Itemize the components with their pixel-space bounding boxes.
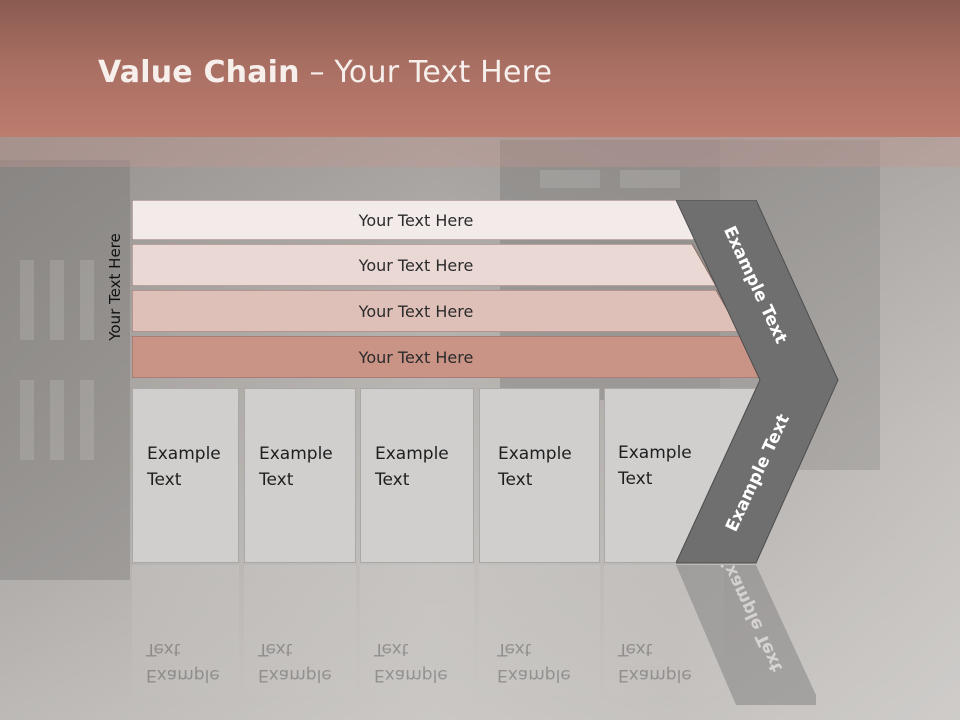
band-3-label: Your Text Here <box>358 301 474 321</box>
window <box>20 260 34 340</box>
box-2-reflection-line1: Example <box>258 665 332 685</box>
box-1-reflection-line1: Example <box>146 665 220 685</box>
box-4-reflection-line1: Example <box>497 665 571 685</box>
box-4-line1: Example <box>498 444 572 464</box>
band-3-shape <box>132 290 740 332</box>
box-2-reflection-inner: Example Text <box>244 565 356 695</box>
box-5-line1: Example <box>618 443 692 463</box>
box-2-line1: Example <box>259 444 333 464</box>
title-bold: Value Chain <box>98 55 300 90</box>
vertical-label: Your Text Here <box>106 233 124 341</box>
window <box>80 380 94 460</box>
band-4: Your Text Here <box>132 336 764 378</box>
box-1-reflection-inner: Example Text <box>132 565 239 695</box>
window <box>540 170 600 188</box>
chevron-reflection-shape <box>676 565 816 705</box>
band-1: Your Text Here <box>132 200 700 240</box>
building-left <box>0 160 130 580</box>
box-1-reflection: Example Text <box>132 565 239 695</box>
box-4-reflection-text: Example Text <box>497 636 571 688</box>
band-2: Your Text Here <box>132 244 716 286</box>
band-1-shape <box>132 200 700 240</box>
box-3-line2: Text <box>375 470 410 490</box>
band-3: Your Text Here <box>132 290 740 332</box>
box-2-line2: Text <box>259 470 294 490</box>
chevron-reflection: Example Text <box>676 565 816 705</box>
band-1-label: Your Text Here <box>358 210 474 230</box>
window <box>50 380 64 460</box>
box-3-line1: Example <box>375 444 449 464</box>
band-4-shape <box>132 336 764 378</box>
window <box>50 260 64 340</box>
box-4-reflection-line2: Text <box>497 639 532 659</box>
box-1-reflection-line2: Text <box>146 639 181 659</box>
box-3-reflection: Example Text <box>360 565 474 695</box>
box-4-line2: Text <box>498 470 533 490</box>
title-rest: – Your Text Here <box>299 55 553 90</box>
header-bar <box>0 0 960 137</box>
window <box>620 170 680 188</box>
chevron-arrow <box>676 200 839 564</box>
box-3-reflection-inner: Example Text <box>360 565 474 695</box>
box-1-line2: Text <box>147 470 182 490</box>
box-5-reflection-line2: Text <box>618 639 653 659</box>
box-3-reflection-line1: Example <box>374 665 448 685</box>
box-2-reflection-line2: Text <box>258 639 293 659</box>
page-title: Value Chain – Your Text Here <box>98 55 552 90</box>
window <box>20 380 34 460</box>
box-2-reflection-text: Example Text <box>258 636 332 688</box>
box-1-line1: Example <box>147 444 221 464</box>
box-2-reflection: Example Text <box>244 565 356 695</box>
band-2-label: Your Text Here <box>358 255 474 275</box>
box-4-reflection-inner: Example Text <box>479 565 600 695</box>
band-2-shape <box>132 244 716 286</box>
box-5-line2: Text <box>618 469 653 489</box>
window <box>80 260 94 340</box>
box-3-reflection-text: Example Text <box>374 636 448 688</box>
box-3-reflection-line2: Text <box>374 639 409 659</box>
box-1-reflection-text: Example Text <box>146 636 220 688</box>
header-strip <box>0 137 960 167</box>
band-4-label: Your Text Here <box>358 347 474 367</box>
box-4-reflection: Example Text <box>479 565 600 695</box>
